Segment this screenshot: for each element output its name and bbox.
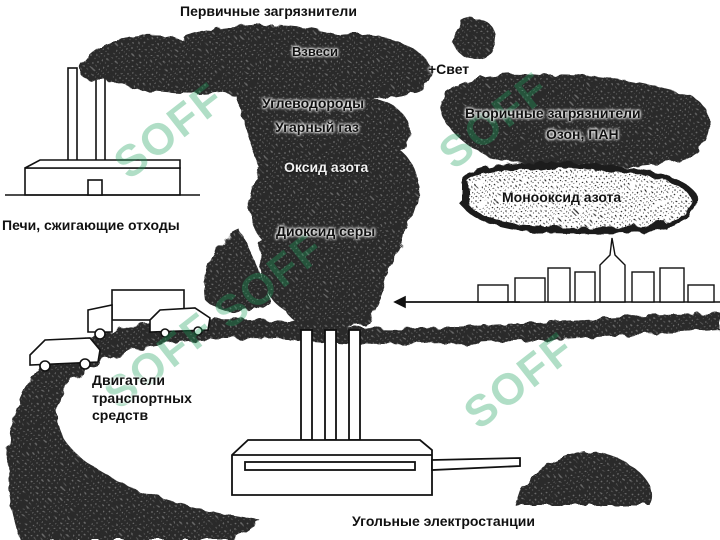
label-primary-pollutants: Первичные загрязнители [180,3,357,19]
label-light: +Свет [428,61,470,77]
label-carbon-monoxide: Угарный газ [275,119,359,135]
label-coal-power-plants: Угольные электростанции [352,513,535,529]
label-suspended-particles: Взвеси [292,44,338,59]
coal-pile [515,451,653,505]
vehicle-exhaust-plume [204,230,270,313]
light-puff [452,18,496,58]
vehicles [29,289,211,372]
label-vehicle-engines: Двигатели транспортных средств [92,372,192,423]
label-nitrogen-monoxide: Монооксид азота [502,189,622,205]
city-skyline [395,237,720,303]
secondary-pollutants-cloud [440,73,710,234]
flow-arrow [393,295,520,309]
label-hydrocarbons: Углеводороды [262,95,365,111]
label-ozone-pan: Озон, ПАН [546,126,619,142]
power-plant-plume [285,232,389,330]
coal-power-plant [231,329,521,496]
road-band [7,312,720,540]
label-incinerators: Печи, сжигающие отходы [2,217,180,233]
label-secondary-pollutants: Вторичные загрязнители [465,105,641,121]
label-nitrogen-oxide: Оксид азота [284,159,369,175]
incinerator-plant [5,67,200,196]
label-sulfur-dioxide: Диоксид серы [276,223,376,239]
